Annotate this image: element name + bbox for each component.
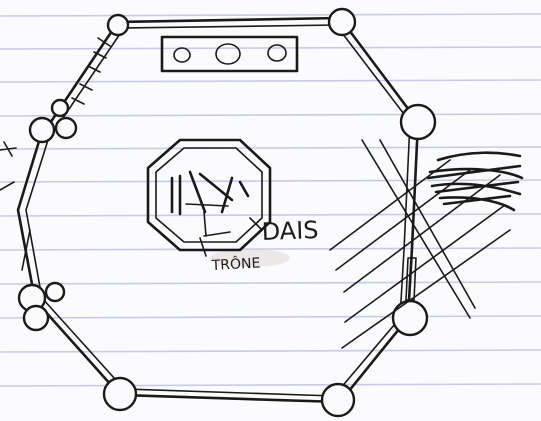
dais-label: DAIS <box>261 216 319 246</box>
pillar-icon <box>393 301 427 335</box>
pillar-icon <box>401 105 435 139</box>
pillar-icon <box>30 118 54 142</box>
pillar-icon <box>52 100 68 116</box>
pillar-icon <box>329 9 355 35</box>
pillar-icon <box>322 384 354 416</box>
pillar-icon <box>108 15 128 35</box>
pillar-icon <box>24 306 48 330</box>
pillar-icon <box>46 283 64 301</box>
pillar-icon <box>104 378 136 410</box>
pillar-icon <box>56 118 76 138</box>
